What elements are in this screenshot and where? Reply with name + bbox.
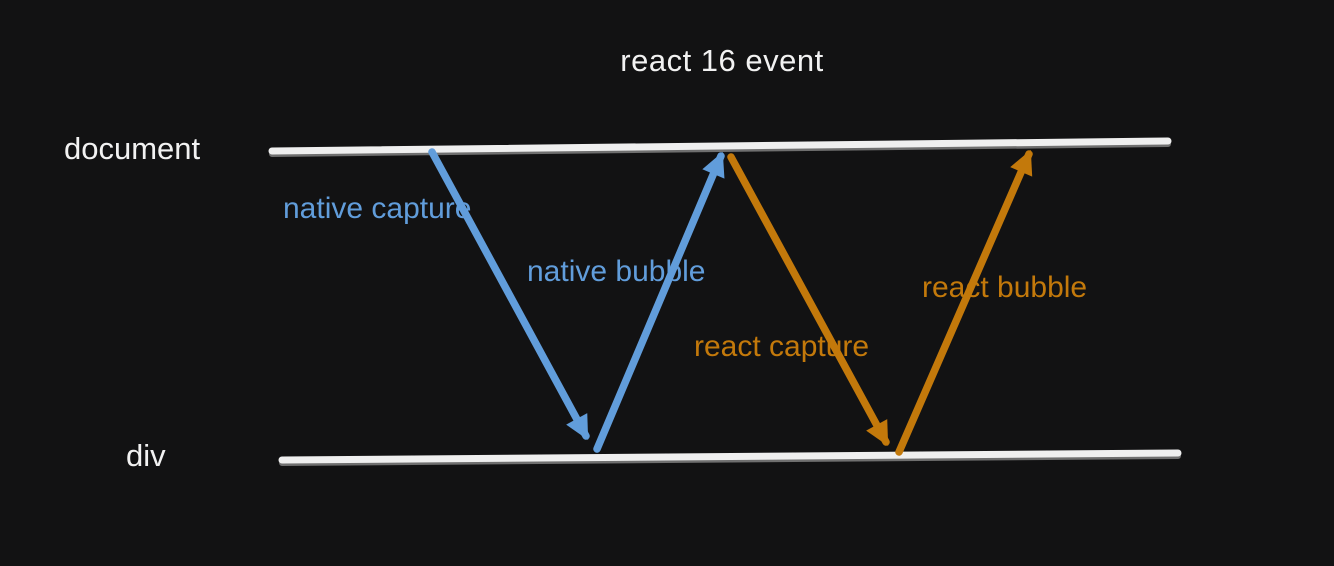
react-capture-label: react capture [694, 330, 869, 363]
document-line [268, 137, 1172, 155]
native-capture-arrow [428, 148, 590, 440]
native-bubble-label: native bubble [527, 255, 705, 288]
native-capture-label: native capture [283, 192, 471, 225]
div-label: div [126, 438, 166, 473]
div-line [278, 449, 1182, 464]
react-bubble-label: react bubble [922, 271, 1087, 304]
document-label: document [64, 131, 201, 166]
react-capture-arrow [727, 153, 890, 446]
diagram-title: react 16 event [620, 43, 823, 78]
react-bubble-arrow [895, 149, 1033, 456]
native-bubble-arrow [593, 151, 725, 453]
